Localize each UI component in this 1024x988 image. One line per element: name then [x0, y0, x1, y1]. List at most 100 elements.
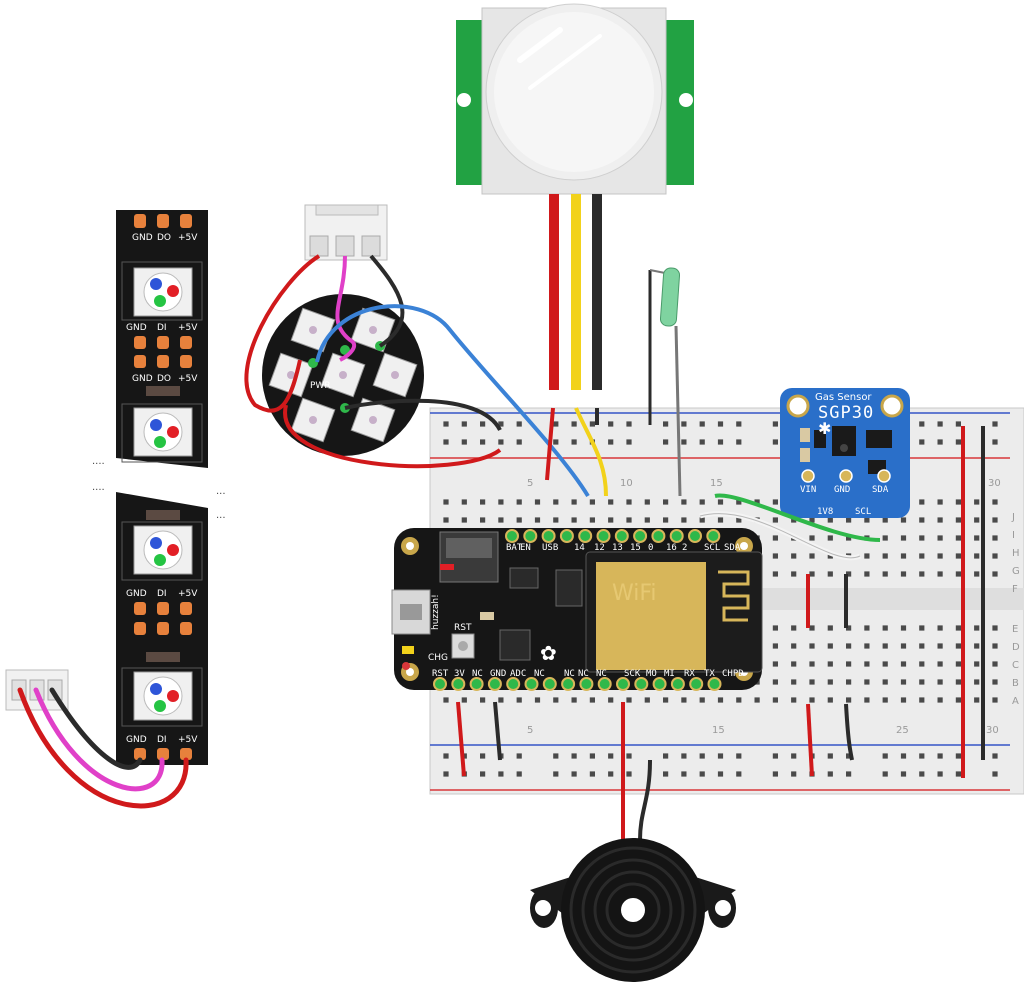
breadboard-hole [717, 697, 724, 703]
sgp30-pin-sda: SDA [872, 485, 889, 495]
breadboard-hole [992, 499, 998, 505]
breadboard-hole [626, 697, 632, 703]
strip-pin-5v-3: +5V [178, 589, 198, 599]
breadboard-hole [553, 771, 559, 777]
col-num-25-bottom: 25 [896, 725, 909, 736]
strip-led-2 [121, 403, 203, 463]
breadboard-hole [754, 697, 760, 703]
breadboard-hole [827, 625, 833, 631]
breadboard-hole [809, 661, 815, 667]
pir-sensor [456, 3, 694, 195]
jewel-pixel-die [287, 371, 295, 379]
breadboard-hole [663, 753, 669, 759]
breadboard-hole [937, 771, 943, 777]
breadboard-hole [772, 439, 778, 445]
feather-bottom-pin-label: RST [432, 669, 449, 679]
breadboard-hole [827, 553, 833, 559]
breadboard-hole [882, 553, 888, 559]
led-red [440, 564, 454, 570]
breadboard-hole [626, 771, 632, 777]
breadboard-hole [626, 499, 632, 505]
breadboard-hole [589, 421, 595, 427]
feather-top-pin [706, 529, 721, 543]
breadboard-hole [900, 771, 907, 777]
sgp30-pad [839, 469, 853, 483]
jewel-pixel-die [309, 416, 317, 424]
breadboard-hole [681, 499, 687, 505]
strip-mid-pads [134, 336, 192, 368]
breadboard-hole [955, 661, 961, 667]
jewel-wire-black [369, 254, 405, 348]
breadboard-hole [809, 535, 815, 541]
breadboard-hole [882, 753, 888, 759]
breadboard-hole [864, 517, 870, 523]
star-logo-icon: ✱ [818, 419, 831, 438]
strip-pin-5v-mid: +5V [178, 323, 198, 333]
breadboard-hole [900, 553, 907, 559]
strip-resistor [146, 386, 180, 396]
breadboard-hole [608, 697, 614, 703]
breadboard-hole [571, 439, 577, 445]
breadboard-hole [736, 421, 742, 427]
breadboard-hole [699, 421, 705, 427]
breadboard-hole [736, 499, 742, 505]
breadboard-hole [809, 679, 815, 685]
feather-top-pin [505, 529, 519, 543]
jewel-connector [304, 204, 388, 261]
breadboard-hole [681, 421, 687, 427]
breadboard-hole [900, 753, 907, 759]
breadboard-hole [919, 439, 925, 445]
breadboard-hole [992, 439, 998, 445]
chg-led [402, 646, 414, 654]
breadboard-hole [589, 517, 595, 523]
breadboard-hole [571, 421, 577, 427]
sgp30-name: SGP30 [818, 403, 874, 423]
breadboard-hole [516, 771, 522, 777]
breadboard-hole [589, 499, 595, 505]
breadboard-hole [480, 517, 486, 523]
cut-mark: .... [92, 482, 105, 493]
breadboard-hole [644, 697, 650, 703]
breadboard-hole [955, 439, 961, 445]
breadboard-hole [882, 571, 888, 577]
esp-shield [596, 562, 706, 670]
breadboard-hole [443, 517, 449, 523]
breadboard-hole [516, 697, 522, 703]
buzzer-wire-black [638, 759, 652, 841]
breadboard-hole [919, 697, 925, 703]
breadboard-hole [955, 679, 961, 685]
breadboard-hole [937, 625, 943, 631]
breadboard-hole [626, 439, 632, 445]
breadboard-hole [955, 421, 961, 427]
breadboard-hole [992, 771, 998, 777]
feather-top-pin [578, 529, 593, 543]
breadboard-hole [864, 643, 870, 649]
breadboard-hole [681, 697, 687, 703]
breadboard-hole [534, 517, 541, 523]
breadboard-hole [791, 625, 797, 631]
breadboard-hole [846, 771, 852, 777]
breadboard-hole [937, 643, 943, 649]
pir-jumper-red [545, 407, 555, 481]
feather-top-pin-label: 12 [594, 543, 605, 553]
jewel-pixel-die [339, 371, 347, 379]
breadboard-hole [681, 517, 687, 523]
pir-jumper-yellow [574, 407, 608, 497]
jewel-pixel-die [391, 371, 399, 379]
breadboard-hole [809, 517, 815, 523]
breadboard-hole [608, 771, 614, 777]
breadboard-hole [589, 771, 595, 777]
breadboard-hole [736, 439, 742, 445]
mount-hole [880, 394, 904, 418]
breadboard-hole [553, 421, 559, 427]
strip-pin-5v-2: +5V [178, 374, 198, 384]
breadboard-hole [900, 517, 907, 523]
breadboard-hole [846, 571, 852, 577]
feather-bottom-pin-label: NC [578, 669, 589, 679]
neopixel-jewel: PWR [262, 294, 424, 456]
breadboard-hole [772, 499, 778, 505]
breadboard-hole [681, 771, 687, 777]
breadboard-hole [498, 421, 504, 427]
breadboard-hole [516, 753, 522, 759]
